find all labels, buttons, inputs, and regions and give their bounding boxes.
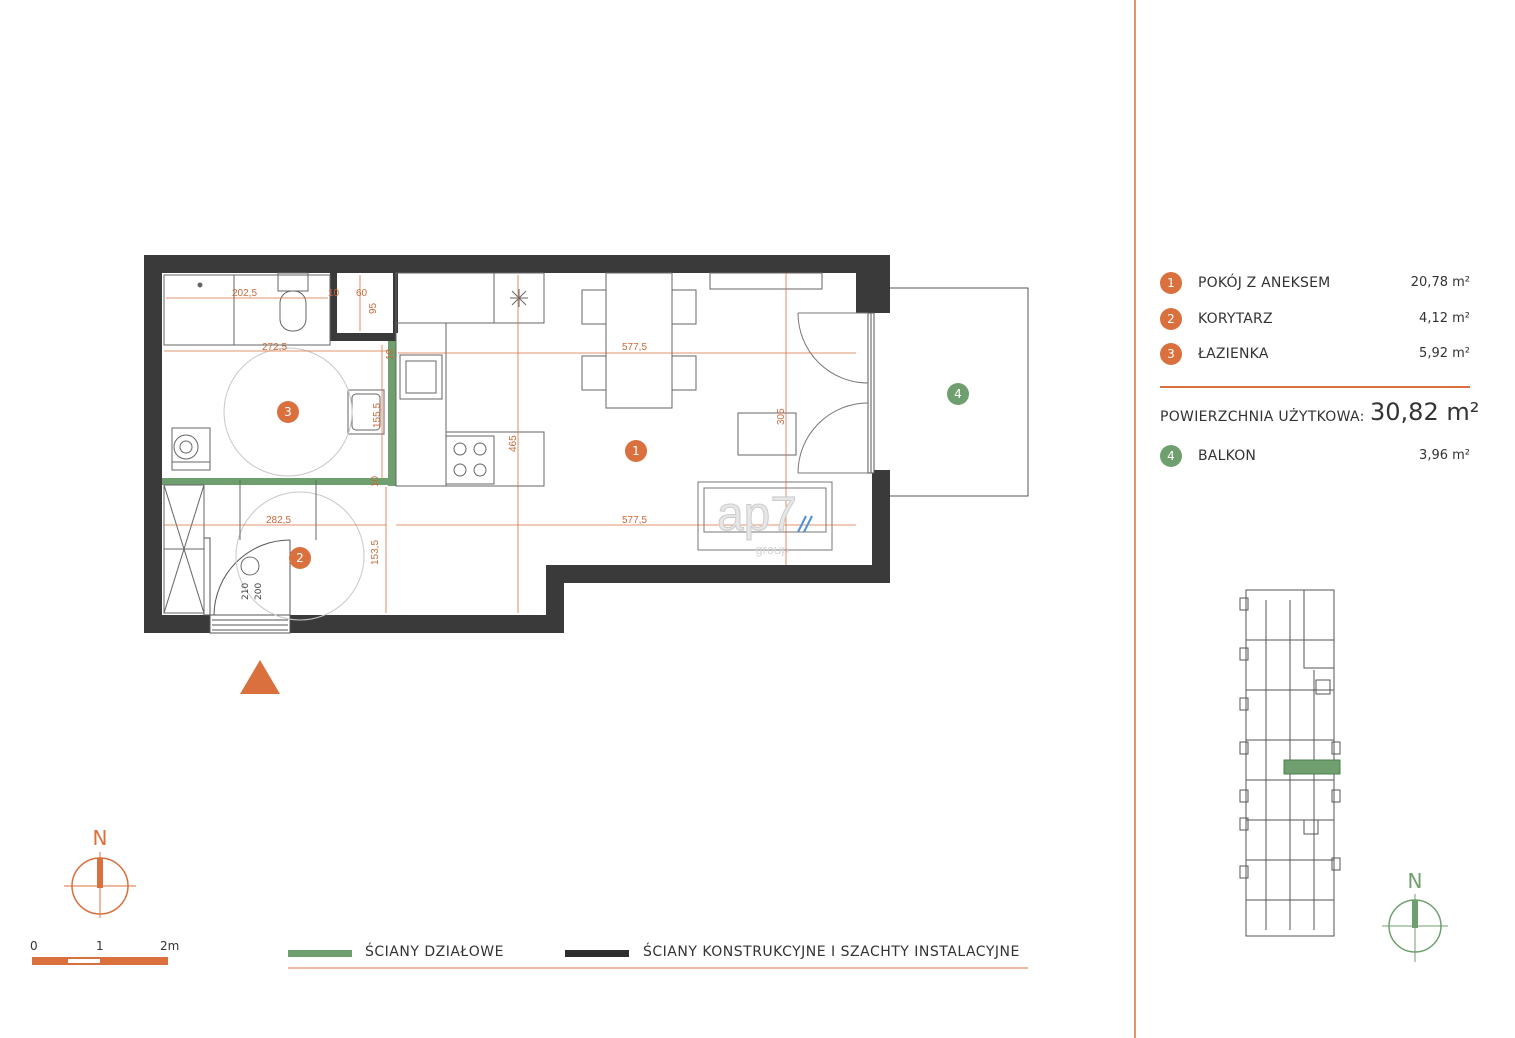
- legend-balcony-name: BALKON: [1198, 448, 1257, 464]
- dim-577-5-bottom: 577,5: [622, 515, 647, 526]
- legend-row-balcony: 4 BALKON 3,96 m²: [1160, 445, 1470, 469]
- compass-main-n: N: [93, 826, 108, 850]
- logo-mark: ap7: [717, 488, 797, 541]
- legend-badge-3: 3: [1160, 343, 1182, 365]
- scale-label-0: 0: [30, 939, 38, 953]
- legend-room-3-name: ŁAZIENKA: [1198, 346, 1269, 362]
- legend-room-1-area: 20,78 m²: [1410, 275, 1470, 290]
- legend-partition-walls: ŚCIANY DZIAŁOWE: [365, 944, 504, 960]
- dim-282-5: 282,5: [266, 515, 291, 526]
- legend-row-room-3: 3 ŁAZIENKA 5,92 m²: [1160, 343, 1470, 367]
- legend-balcony-area: 3,96 m²: [1419, 448, 1470, 463]
- watermark-logo: ap7 group: [716, 488, 813, 557]
- legend-badge-1: 1: [1160, 272, 1182, 294]
- dim-577-5-top: 577,5: [622, 342, 647, 353]
- usable-area-value: 30,82 m²: [1370, 398, 1480, 426]
- dim-60: 60: [356, 288, 368, 299]
- dimension-labels: 202,5 10 60 95 272,5 577,5 10 155,5 465 …: [232, 288, 787, 565]
- dim-210: 210: [241, 583, 251, 600]
- usable-area: POWIERZCHNIA UŻYTKOWA: 30,82 m²: [1160, 398, 1480, 432]
- scale-label-1: 1: [96, 939, 104, 953]
- legend-room-3-area: 5,92 m²: [1419, 346, 1470, 361]
- dining-table: [581, 272, 823, 456]
- legend-separator: [1160, 386, 1470, 388]
- room-badges-on-plan: 1 2 3 4: [277, 383, 969, 569]
- sofa: [697, 481, 833, 551]
- legend-badge-4: 4: [1160, 445, 1182, 467]
- dim-10-b: 10: [385, 348, 396, 360]
- compass-main: [64, 852, 136, 918]
- dim-155-5: 155,5: [372, 403, 383, 428]
- room-1-badge-label: 1: [632, 444, 640, 458]
- bathroom-fixtures: [163, 272, 385, 471]
- balcony-badge-label: 4: [954, 387, 962, 401]
- dim-305: 305: [776, 408, 787, 425]
- dim-465: 465: [508, 435, 519, 452]
- legend-room-2-area: 4,12 m²: [1419, 311, 1470, 326]
- scale-bar: [32, 957, 168, 965]
- key-plan-apartment-highlight: [1283, 759, 1341, 775]
- entrance-arrow: [240, 660, 280, 694]
- dim-272-5: 272,5: [262, 342, 287, 353]
- structural-wall-swatch: [565, 950, 629, 957]
- scale-label-2m: 2m: [160, 939, 180, 953]
- shaft-interior: [337, 273, 393, 333]
- dim-10-a: 10: [328, 288, 340, 299]
- legend-structural-walls: ŚCIANY KONSTRUKCYJNE I SZACHTY INSTALACY…: [643, 944, 1020, 960]
- legend-row-room-2: 2 KORYTARZ 4,12 m²: [1160, 308, 1470, 332]
- dim-200: 200: [254, 583, 264, 600]
- kitchen: [395, 272, 545, 487]
- compass-small: [1382, 894, 1448, 962]
- usable-area-label: POWIERZCHNIA UŻYTKOWA:: [1160, 409, 1365, 425]
- balcony-doors: [797, 312, 869, 474]
- door-dimension-labels: 210 200: [240, 556, 264, 600]
- dim-95: 95: [368, 302, 379, 314]
- turning-circles: [223, 347, 365, 621]
- legend-room-2-name: KORYTARZ: [1198, 311, 1273, 327]
- balcony: [867, 287, 1029, 497]
- partition-walls: [162, 341, 396, 486]
- partition-wall-swatch: [288, 950, 352, 957]
- room-2-badge-label: 2: [296, 551, 304, 565]
- dim-153-5: 153,5: [370, 540, 381, 565]
- dim-202-5: 202,5: [232, 288, 257, 299]
- dimension-lines: [164, 273, 856, 613]
- legend-badge-2: 2: [1160, 308, 1182, 330]
- dim-10-c: 10: [370, 475, 381, 487]
- wardrobe: [163, 480, 317, 614]
- legend-room-1-name: POKÓJ Z ANEKSEM: [1198, 275, 1331, 291]
- compass-small-n: N: [1408, 869, 1423, 893]
- logo-sub: group: [755, 542, 788, 557]
- legend-row-room-1: 1 POKÓJ Z ANEKSEM 20,78 m²: [1160, 272, 1470, 296]
- room-3-badge-label: 3: [284, 405, 292, 419]
